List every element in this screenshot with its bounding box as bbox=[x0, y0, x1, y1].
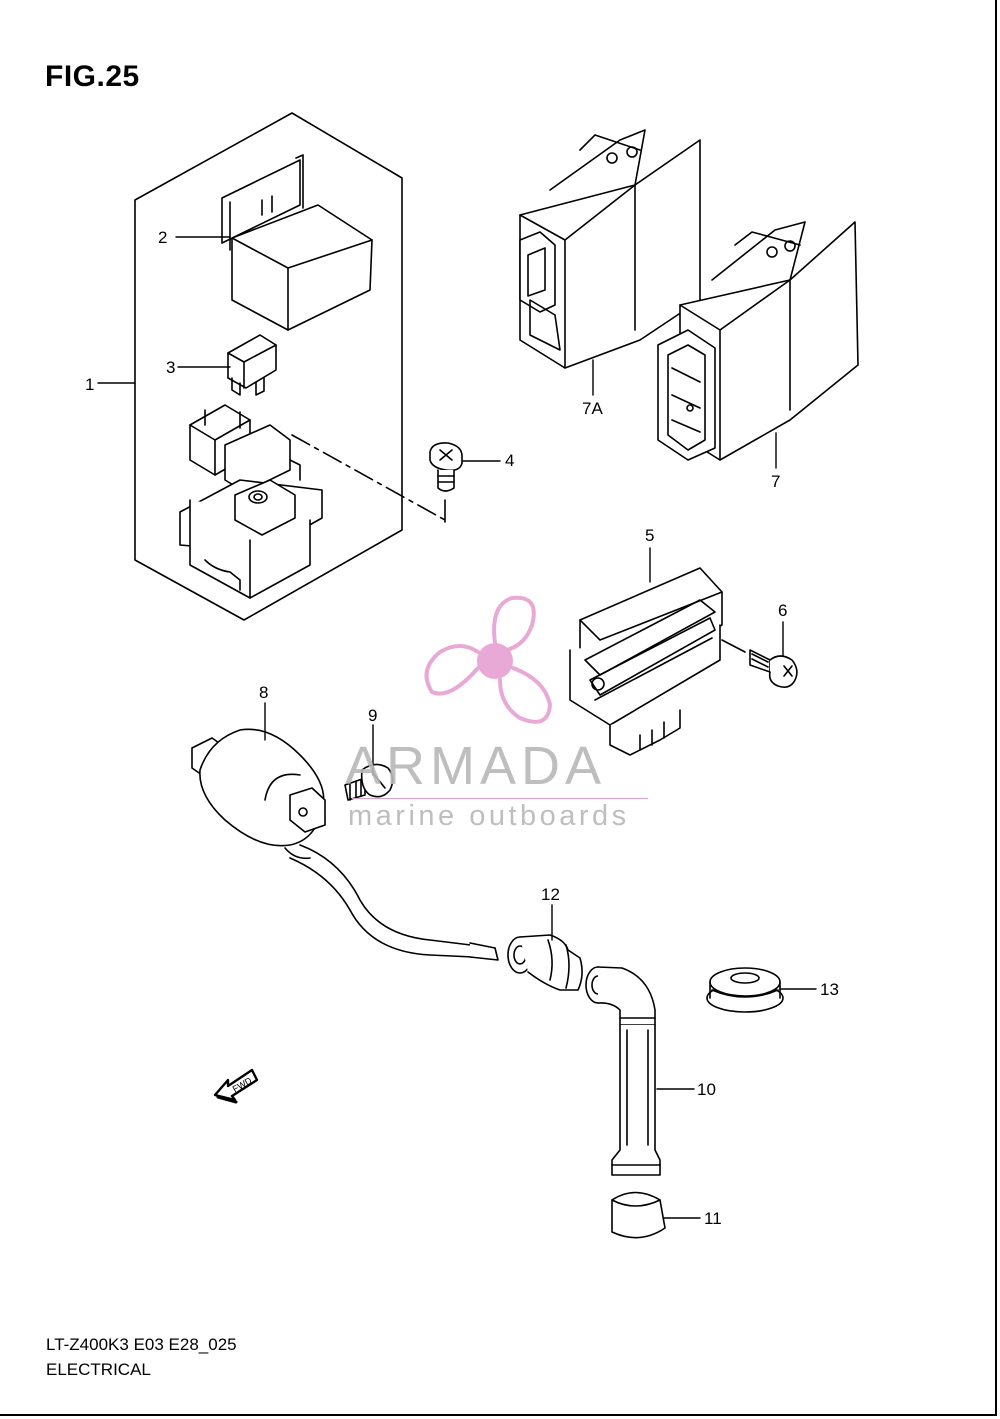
assembly-dashed-line bbox=[291, 434, 446, 521]
callout-7a: 7A bbox=[582, 399, 603, 418]
callout-12: 12 bbox=[541, 885, 560, 904]
callout-11: 11 bbox=[704, 1209, 722, 1228]
callout-6: 6 bbox=[778, 601, 787, 620]
callout-8: 8 bbox=[259, 683, 268, 702]
part-12-boot bbox=[507, 934, 583, 991]
part-4-screw bbox=[429, 442, 463, 492]
part-5-regulator-rectifier bbox=[569, 567, 746, 756]
part-1-kit-outline bbox=[134, 112, 403, 621]
callout-5: 5 bbox=[645, 526, 654, 545]
callout-2: 2 bbox=[158, 228, 167, 247]
callout-3: 3 bbox=[166, 358, 175, 377]
watermark-logo bbox=[424, 595, 552, 724]
footer-section-name: ELECTRICAL bbox=[46, 1360, 151, 1379]
callout-1: 1 bbox=[85, 375, 94, 394]
watermark-brand: ARMADA bbox=[345, 736, 607, 796]
part-6-bolt bbox=[749, 649, 798, 688]
part-7a-cdi-unit bbox=[519, 129, 701, 369]
part-13-grommet bbox=[706, 967, 784, 1013]
part-7-unit bbox=[657, 221, 859, 461]
part-11-cap bbox=[611, 1191, 666, 1239]
callout-4: 4 bbox=[505, 451, 514, 470]
watermark-divider bbox=[352, 798, 648, 799]
callout-10: 10 bbox=[697, 1080, 716, 1099]
callout-13: 13 bbox=[820, 980, 839, 999]
part-8-ignition-coil bbox=[191, 728, 499, 961]
callout-7: 7 bbox=[771, 472, 780, 491]
part-10-plug-cap bbox=[585, 966, 661, 1176]
callout-9: 9 bbox=[368, 706, 377, 725]
callout-leaders bbox=[97, 236, 817, 1219]
part-3-fuse bbox=[227, 334, 277, 396]
watermark-tagline: marine outboards bbox=[348, 800, 630, 832]
part-2-relay-cover bbox=[221, 154, 373, 331]
fwd-arrow bbox=[213, 1068, 259, 1104]
starter-relay-body bbox=[179, 404, 323, 599]
footer-model-code: LT-Z400K3 E03 E28_025 bbox=[46, 1335, 237, 1354]
part-9-bolt bbox=[344, 763, 394, 801]
figure-title: FIG.25 bbox=[45, 60, 140, 93]
